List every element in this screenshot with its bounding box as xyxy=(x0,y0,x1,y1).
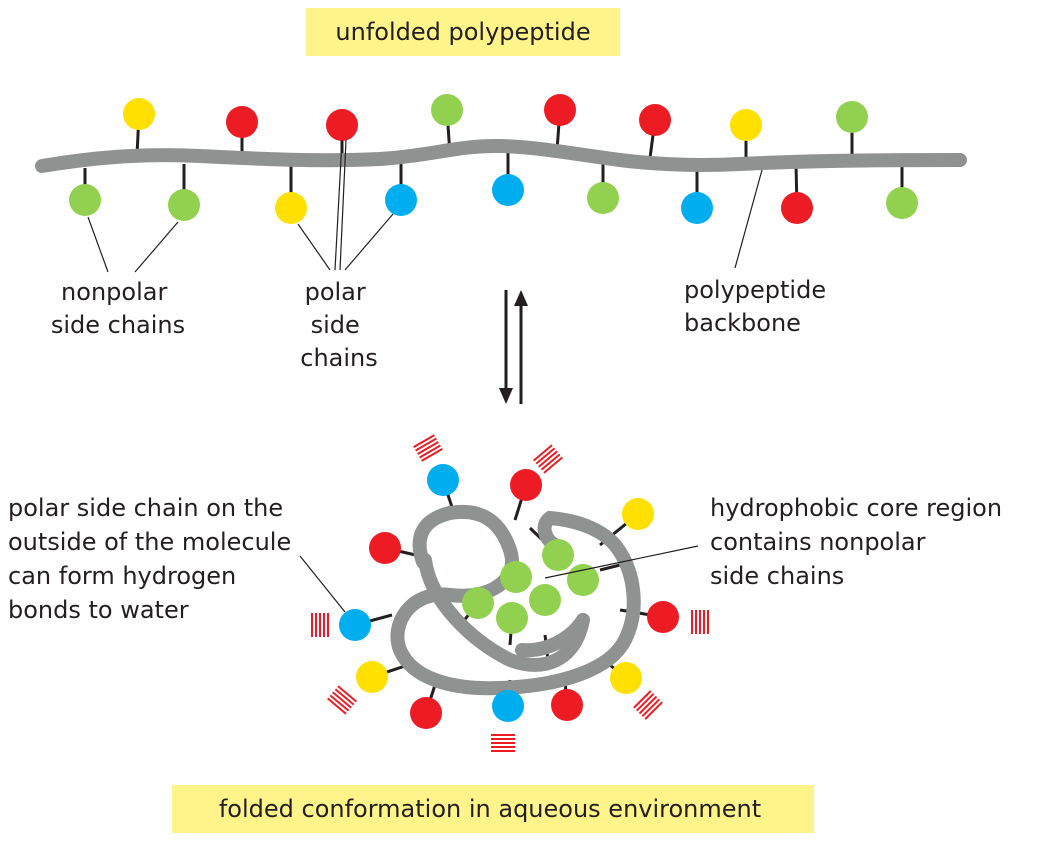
water-hatch xyxy=(633,690,663,720)
arrow-up-head xyxy=(514,290,528,306)
outer-polar-chain xyxy=(356,661,388,693)
outer-polar-chain xyxy=(622,498,654,530)
side-chain-green xyxy=(587,182,619,214)
outer-polar-chain xyxy=(551,689,583,721)
arrow-down-head xyxy=(499,388,513,404)
side-chain-red xyxy=(781,192,813,224)
outer-polar-chain xyxy=(492,690,524,722)
water-hatch xyxy=(691,610,709,634)
folded-backbone-inner xyxy=(418,553,590,672)
unfolded-chain: nonpolar side chains polar side chains p… xyxy=(35,94,967,372)
polar-label: polar side chains xyxy=(300,278,378,372)
core-nonpolar-chain xyxy=(496,602,528,634)
water-hatch xyxy=(533,444,563,474)
side-chain-red xyxy=(326,109,358,141)
polar-outside-label: polar side chain on the outside of the m… xyxy=(8,494,299,624)
side-chain-yellow xyxy=(123,98,155,130)
side-chain-green xyxy=(69,184,101,216)
outer-polar-chain xyxy=(369,532,401,564)
side-chain-green xyxy=(168,189,200,221)
water-hatches xyxy=(311,434,709,752)
side-chain-green xyxy=(431,94,463,126)
core-nonpolar-chain xyxy=(462,587,494,619)
water-hatch xyxy=(327,685,357,715)
water-hatch xyxy=(413,434,443,462)
equilibrium-arrows xyxy=(499,290,528,404)
side-chain-yellow xyxy=(275,192,307,224)
backbone-label: polypeptide backbone xyxy=(684,276,834,337)
side-chain-red xyxy=(226,106,258,138)
folded-backbone-end xyxy=(515,613,590,658)
outer-polar-chain xyxy=(427,464,459,496)
side-chain-green xyxy=(886,187,918,219)
folded-title-text: folded conformation in aqueous environme… xyxy=(219,795,761,823)
core-nonpolar-chain xyxy=(542,539,574,571)
outer-polar-chain xyxy=(410,697,442,729)
side-chain-green xyxy=(836,101,868,133)
nonpolar-label: nonpolar side chains xyxy=(51,278,185,339)
folded-protein xyxy=(299,434,709,752)
side-chain-blue xyxy=(681,192,713,224)
core-nonpolar-chain xyxy=(567,564,599,596)
side-chain-blue xyxy=(385,184,417,216)
outer-polar-chain xyxy=(610,662,642,694)
core-nonpolar-chain xyxy=(529,584,561,616)
outer-polar-chain xyxy=(647,601,679,633)
unfolded-title: unfolded polypeptide xyxy=(306,8,620,56)
unfolded-title-text: unfolded polypeptide xyxy=(335,18,590,46)
side-chain-red xyxy=(544,94,576,126)
side-chain-blue xyxy=(492,174,524,206)
outer-polar-chain xyxy=(339,609,371,641)
side-chain-yellow xyxy=(730,109,762,141)
folded-leader-lines xyxy=(299,545,699,613)
unfolded-backbone xyxy=(35,138,967,173)
water-hatch xyxy=(491,734,515,752)
core-label: hydrophobic core region contains nonpola… xyxy=(710,494,1010,590)
unfolded-leader-lines xyxy=(87,139,763,273)
folded-title: folded conformation in aqueous environme… xyxy=(172,785,814,833)
outer-polar-chain xyxy=(510,469,542,501)
core-nonpolar-chain xyxy=(500,561,532,593)
water-hatch xyxy=(311,613,329,637)
folded-backbone xyxy=(390,505,641,696)
side-chain-red xyxy=(639,104,671,136)
